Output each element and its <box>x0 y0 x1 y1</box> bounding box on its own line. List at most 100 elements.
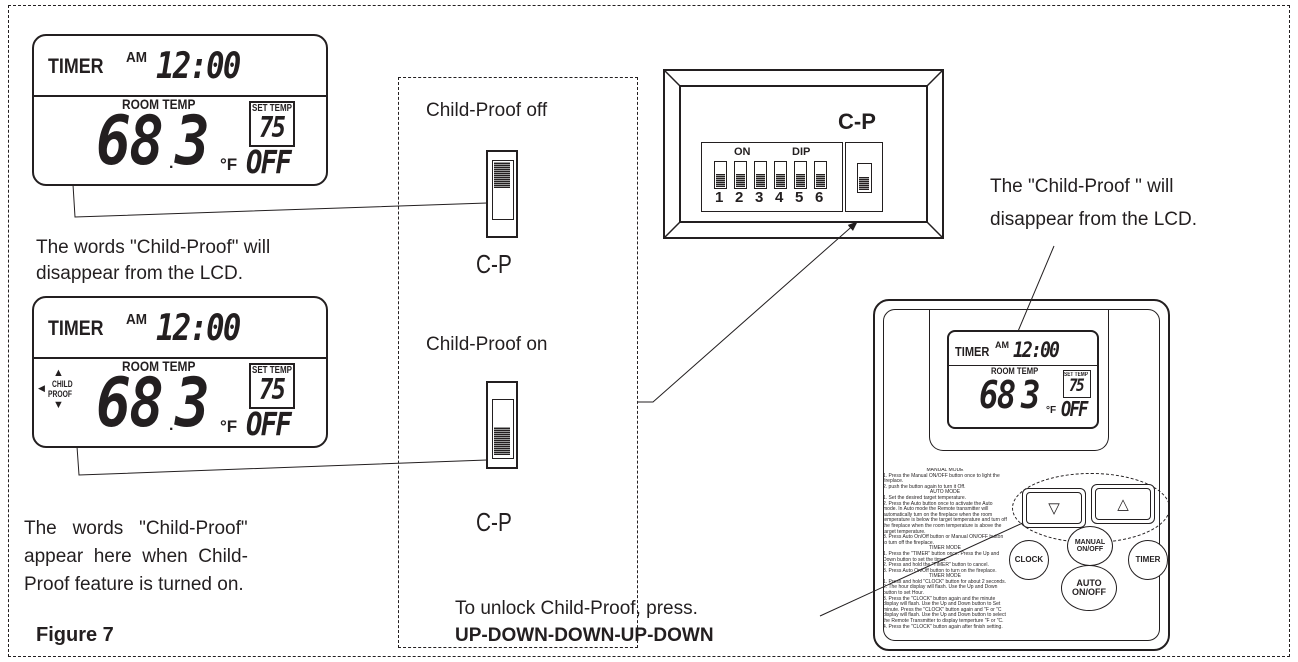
clock-display: 12:00 <box>156 46 241 87</box>
dip-switch-3 <box>754 161 767 189</box>
instr-5: 2. Press the Auto button once to activat… <box>883 500 1007 535</box>
down-arrow-icon: ▽ <box>1048 500 1060 517</box>
unit-label: °F <box>220 155 238 174</box>
dip-label: DIP <box>792 146 811 158</box>
remote-timer-label: TIMER <box>955 344 990 359</box>
set-temp-value: 75 <box>259 373 286 406</box>
instr-0: MANUAL MODE <box>926 468 964 473</box>
annotation-top-line1: The words "Child-Proof" will <box>36 237 271 258</box>
dip-switch-5 <box>794 161 807 189</box>
remote-set-temp: 75 <box>1069 376 1085 396</box>
room-temp-decimal: 3 <box>175 102 210 181</box>
remote-mode: OFF <box>1061 397 1088 421</box>
dip-switch-4 <box>774 161 787 189</box>
cp-dip-switch <box>845 142 883 212</box>
instr-7: TIMER MODE <box>929 545 961 552</box>
clock-button[interactable]: CLOCK <box>1009 540 1049 580</box>
triangle-down-icon: ▼ <box>53 399 64 411</box>
dip-number-3: 3 <box>755 189 764 206</box>
am-label: AM <box>126 311 147 328</box>
manual-onoff-label: ON/OFF <box>1076 546 1104 553</box>
instr-13: 2. The hour display will flash. Use the … <box>883 584 998 597</box>
auto-onoff-label: ON/OFF <box>1072 587 1106 597</box>
room-temp-whole: 68 <box>96 102 164 181</box>
triangle-left-icon: ◀ <box>38 383 45 393</box>
lcd-display-bottom: TIMER AM 12:00 ROOM TEMP ▲ ◀ CHILD PROOF… <box>32 296 328 448</box>
remote-set-temp-box: SET TEMP 75 <box>1063 370 1091 398</box>
switch-off-graphic <box>486 150 518 238</box>
dip-on-label: ON <box>734 146 751 158</box>
dip-switch-6 <box>814 161 827 189</box>
unlock-sequence: UP-DOWN-DOWN-UP-DOWN <box>455 625 714 646</box>
child-proof-off-label: Child-Proof off <box>426 100 548 121</box>
instr-11: TIMER MODE <box>929 573 961 580</box>
leader-dip <box>637 221 858 403</box>
figure-caption: Figure 7 <box>36 624 114 646</box>
cp-label-top: C-P <box>476 249 512 279</box>
dip-number-1: 1 <box>715 189 724 206</box>
annotation-bottom-line2: appear here when Child- <box>24 546 248 567</box>
dip-number-5: 5 <box>795 189 804 206</box>
remote-am-label: AM <box>995 340 1009 350</box>
annotation-right-line1: The "Child-Proof " will <box>990 176 1174 197</box>
instr-4: 1. Set the desired target temperature. <box>883 494 967 501</box>
child-proof-on-label: Child-Proof on <box>426 334 548 355</box>
lcd-display-top: TIMER AM 12:00 ROOM TEMP 68 . 3 °F SET T… <box>32 34 328 186</box>
proof-label: PROOF <box>48 389 73 399</box>
dip-switch-1 <box>714 161 727 189</box>
set-temp-box: SET TEMP 75 <box>249 101 295 147</box>
annotation-bottom-line3: Proof feature is turned on. <box>24 574 244 595</box>
annotation-right-line2: disappear from the LCD. <box>990 209 1197 230</box>
remote-instructions: MANUAL MODE 1. Press the Manual ON/OFF b… <box>883 468 1007 644</box>
room-temp-point: . <box>169 417 174 434</box>
leader-unlock <box>819 514 1041 617</box>
instr-1: 1. Press the Manual ON/OFF button once t… <box>883 472 1000 485</box>
remote-lcd: TIMER AM 12:00 ROOM TEMP 68 3 °F SET TEM… <box>947 330 1099 429</box>
dip-switch-2 <box>734 161 747 189</box>
manual-onoff-button[interactable]: MANUAL ON/OFF <box>1067 526 1113 566</box>
instr-9: 2. Press and hold the "TIMER" button to … <box>883 562 989 569</box>
annotation-bottom-line1: The words "Child-Proof" <box>24 518 248 539</box>
room-temp-decimal: 3 <box>175 364 210 443</box>
dip-number-2: 2 <box>735 189 744 206</box>
remote-temp-whole: 68 <box>979 373 1016 417</box>
set-temp-box: SET TEMP 75 <box>249 363 295 409</box>
timer-button-label: TIMER <box>1135 555 1161 564</box>
clock-display: 12:00 <box>156 308 241 349</box>
remote-unit: °F <box>1046 405 1057 416</box>
cp-label-bottom: C-P <box>476 507 512 537</box>
instr-14: 3. Press the "CLOCK" button again and th… <box>883 595 1006 625</box>
annotation-top-line2: disappear from the LCD. <box>36 263 243 284</box>
up-button[interactable]: △ <box>1091 484 1155 524</box>
timer-label: TIMER <box>48 55 104 78</box>
auto-onoff-button[interactable]: AUTO ON/OFF <box>1061 565 1117 611</box>
remote-set-temp-label: SET TEMP <box>1064 372 1089 378</box>
clock-button-label: CLOCK <box>1014 555 1044 564</box>
timer-button[interactable]: TIMER <box>1128 540 1168 580</box>
auto-label: AUTO <box>1076 578 1102 588</box>
switch-on-graphic <box>486 381 518 469</box>
mode-display: OFF <box>246 143 292 181</box>
timer-label: TIMER <box>48 317 104 340</box>
triangle-up-icon: ▲ <box>53 367 64 379</box>
remote-temp-decimal: 3 <box>1021 373 1040 417</box>
dip-number-6: 6 <box>815 189 824 206</box>
child-proof-icon: ▲ ◀ CHILD PROOF ▼ <box>38 367 82 420</box>
dip-number-4: 4 <box>775 189 784 206</box>
instr-2: 2. push the button again to turn it Off. <box>883 483 966 490</box>
dip-cp-label: C-P <box>838 109 876 134</box>
set-temp-value: 75 <box>259 111 286 144</box>
remote-clock: 12:00 <box>1013 338 1060 362</box>
set-temp-label: SET TEMP <box>252 103 293 114</box>
instr-10: 3. Press Auto On/Off button to turn on t… <box>883 567 997 574</box>
room-temp-label: ROOM TEMP <box>122 358 196 374</box>
room-temp-label: ROOM TEMP <box>122 96 196 112</box>
unit-label: °F <box>220 417 238 436</box>
room-temp-point: . <box>169 155 174 172</box>
figure-border <box>8 5 1290 657</box>
down-button[interactable]: ▽ <box>1022 488 1086 528</box>
manual-label: MANUAL <box>1074 539 1106 546</box>
